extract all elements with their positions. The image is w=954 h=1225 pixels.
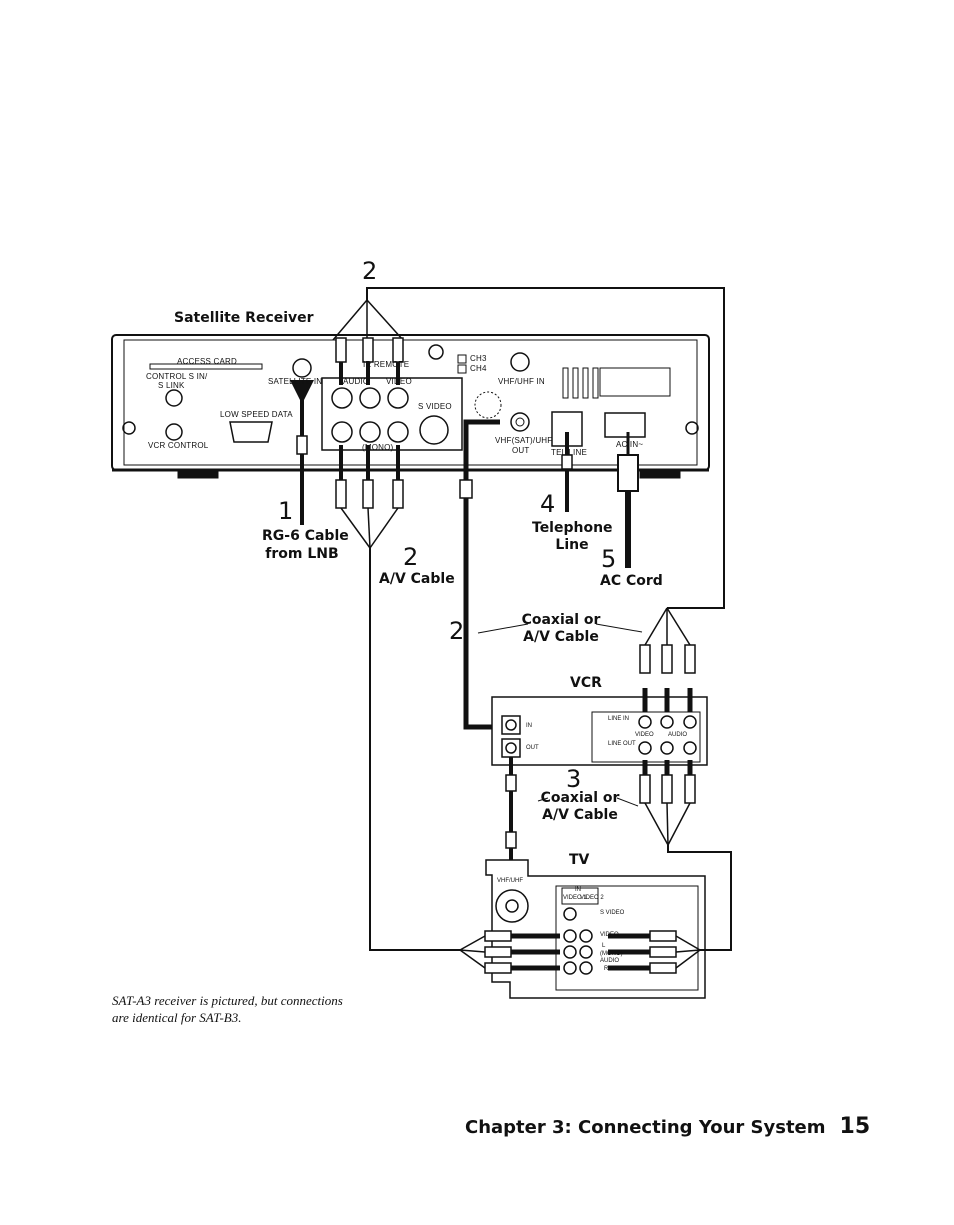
tv-video1-label: VIDEO 1 [563,895,587,901]
vcr-title: VCR [570,675,602,691]
tv-in-label: IN [575,887,581,893]
step-4-label-1: Telephone [532,520,613,536]
label-audio: AUDIO [343,377,370,386]
tv-l-label: L [602,943,606,949]
step-4-number: 4 [540,490,556,518]
label-ch3: CH3 [470,354,487,363]
vcr-in-label: IN [526,723,532,729]
label-ch4: CH4 [470,364,487,373]
step-2-coax-label-2: A/V Cable [523,629,599,645]
vcr-out-label: OUT [526,745,539,751]
tv-audio-label: AUDIO [600,958,620,964]
label-vhf-uhf-in: VHF/UHF IN [498,377,545,386]
cable-lines [290,287,725,951]
label-s-video: S VIDEO [418,402,452,411]
label-satellite-in: SATELLITE IN [268,377,323,386]
tv-r-label: R [604,966,609,972]
tv-video-label: VIDEO [600,932,619,938]
step-2-coax-number: 2 [449,617,465,645]
step-1-number: 1 [278,497,294,525]
tv-mono-label: (MONO) [600,951,623,957]
tv-vhf-uhf-label: VHF/UHF [497,878,523,884]
label-vcr-control: VCR CONTROL [148,441,209,450]
page-footer: Chapter 3: Connecting Your System 15 [465,1114,870,1139]
label-control-s-in: CONTROL S IN/ [146,372,208,381]
label-tel-line: TEL LINE [551,448,587,457]
step-3-label-2: A/V Cable [542,807,618,823]
tv-title: TV [569,852,590,868]
label-access-card: ACCESS CARD [177,357,237,366]
label-ir-remote: IR REMOTE [363,360,410,369]
step-4-label-2: Line [555,537,589,553]
vcr-video-label: VIDEO [635,732,654,738]
step-2-top-number: 2 [362,257,378,285]
label-video: VIDEO [386,377,412,386]
vcr-line-out-label: LINE OUT [608,741,636,747]
label-low-speed-data: LOW SPEED DATA [220,410,293,419]
step-5-number: 5 [601,545,617,573]
step-2-av-number: 2 [403,543,419,571]
step-3-number: 3 [566,765,582,793]
vcr-audio-label: AUDIO [668,732,688,738]
caption-line-1: SAT-A3 receiver is pictured, but connect… [112,993,343,1008]
receiver-title: Satellite Receiver [174,310,314,326]
tv-panel [459,859,706,999]
label-s-link: S LINK [158,381,185,390]
page-number: 15 [839,1114,871,1139]
label-ac-in: AC IN~ [616,440,644,449]
caption-line-2: are identical for SAT-B3. [112,1010,242,1025]
label-mono: (MONO) [362,443,394,452]
tv-s-video-label: S VIDEO [600,910,625,916]
label-vhf-sat-uhf: VHF(SAT)/UHF [495,436,553,445]
tv-video2-label: VIDEO 2 [580,895,604,901]
vcr-panel [491,696,708,766]
satellite-receiver-panel [111,334,710,479]
vcr-line-in-label: LINE IN [608,716,630,722]
label-vhf-out: OUT [512,446,530,455]
vcr-to-tv-cables [505,757,732,951]
figure-caption: SAT-A3 receiver is pictured, but connect… [112,992,343,1026]
chapter-title: Chapter 3: Connecting Your System [465,1117,826,1138]
step-2-coax-label-1: Coaxial or [521,612,601,628]
step-1-label-1: RG-6 Cable [262,528,349,544]
step-2-av-label: A/V Cable [379,571,455,587]
step-1-label-2: from LNB [265,546,339,562]
step-5-label: AC Cord [600,573,663,589]
step-3-label-1: Coaxial or [540,790,620,806]
